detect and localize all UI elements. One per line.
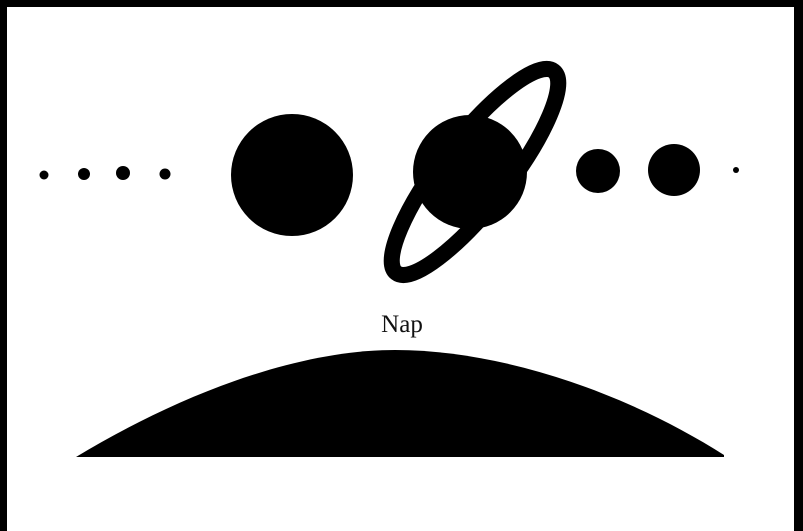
planet-2 — [78, 168, 90, 180]
sun-label: Nap — [372, 311, 432, 339]
planet-4 — [160, 169, 171, 180]
planet-3 — [116, 166, 130, 180]
planet-7 — [576, 149, 620, 193]
planet-1 — [40, 171, 49, 180]
planet-8 — [648, 144, 700, 196]
planet-large — [231, 114, 353, 236]
ringed-planet — [369, 50, 580, 294]
planet-9 — [733, 167, 739, 173]
sun-dome — [76, 350, 724, 457]
